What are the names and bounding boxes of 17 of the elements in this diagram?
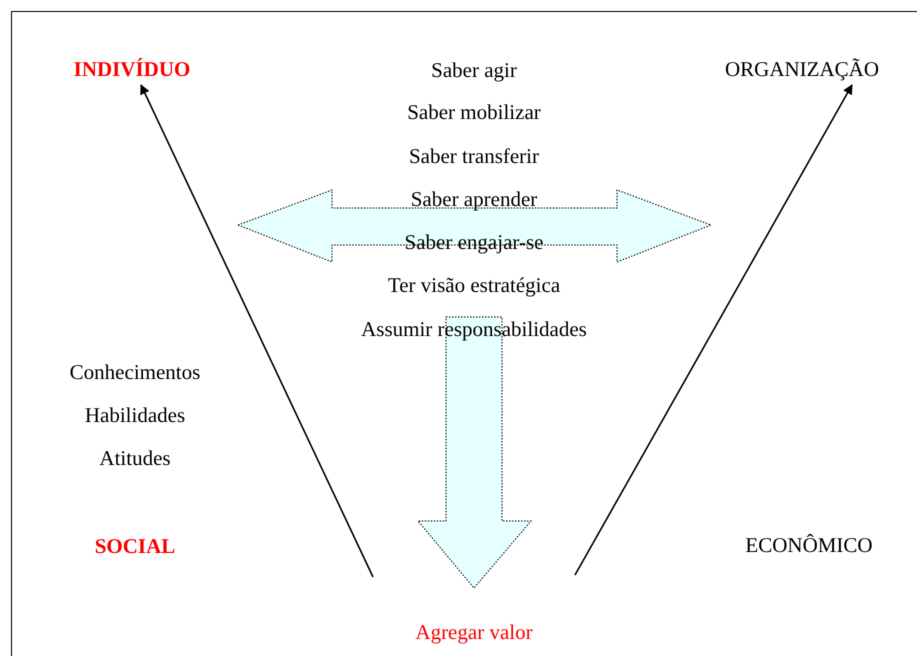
label-text: Saber agir: [431, 57, 517, 84]
heading-text: INDIVÍDUO: [74, 55, 190, 85]
label-text: Ter visão estratégica: [388, 272, 560, 299]
label-text: Conhecimentos: [70, 359, 200, 386]
arrow: [574, 84, 853, 576]
label-text: Saber aprender: [410, 186, 538, 213]
label-text: Atitudes: [99, 445, 171, 472]
label-text: Saber engajar-se: [404, 229, 544, 256]
label-text: Agregar valor: [415, 619, 533, 646]
heading-text: ORGANIZAÇÃO: [725, 55, 879, 85]
label-text: Saber transferir: [408, 143, 540, 170]
label-text: Habilidades: [84, 402, 186, 429]
label-text: Saber mobilizar: [407, 99, 541, 126]
label-text: Assumir responsabilidades: [361, 316, 587, 343]
arrow: [140, 84, 374, 578]
label-text: ECONÔMICO: [745, 532, 873, 559]
label-text: SOCIAL: [94, 533, 176, 560]
